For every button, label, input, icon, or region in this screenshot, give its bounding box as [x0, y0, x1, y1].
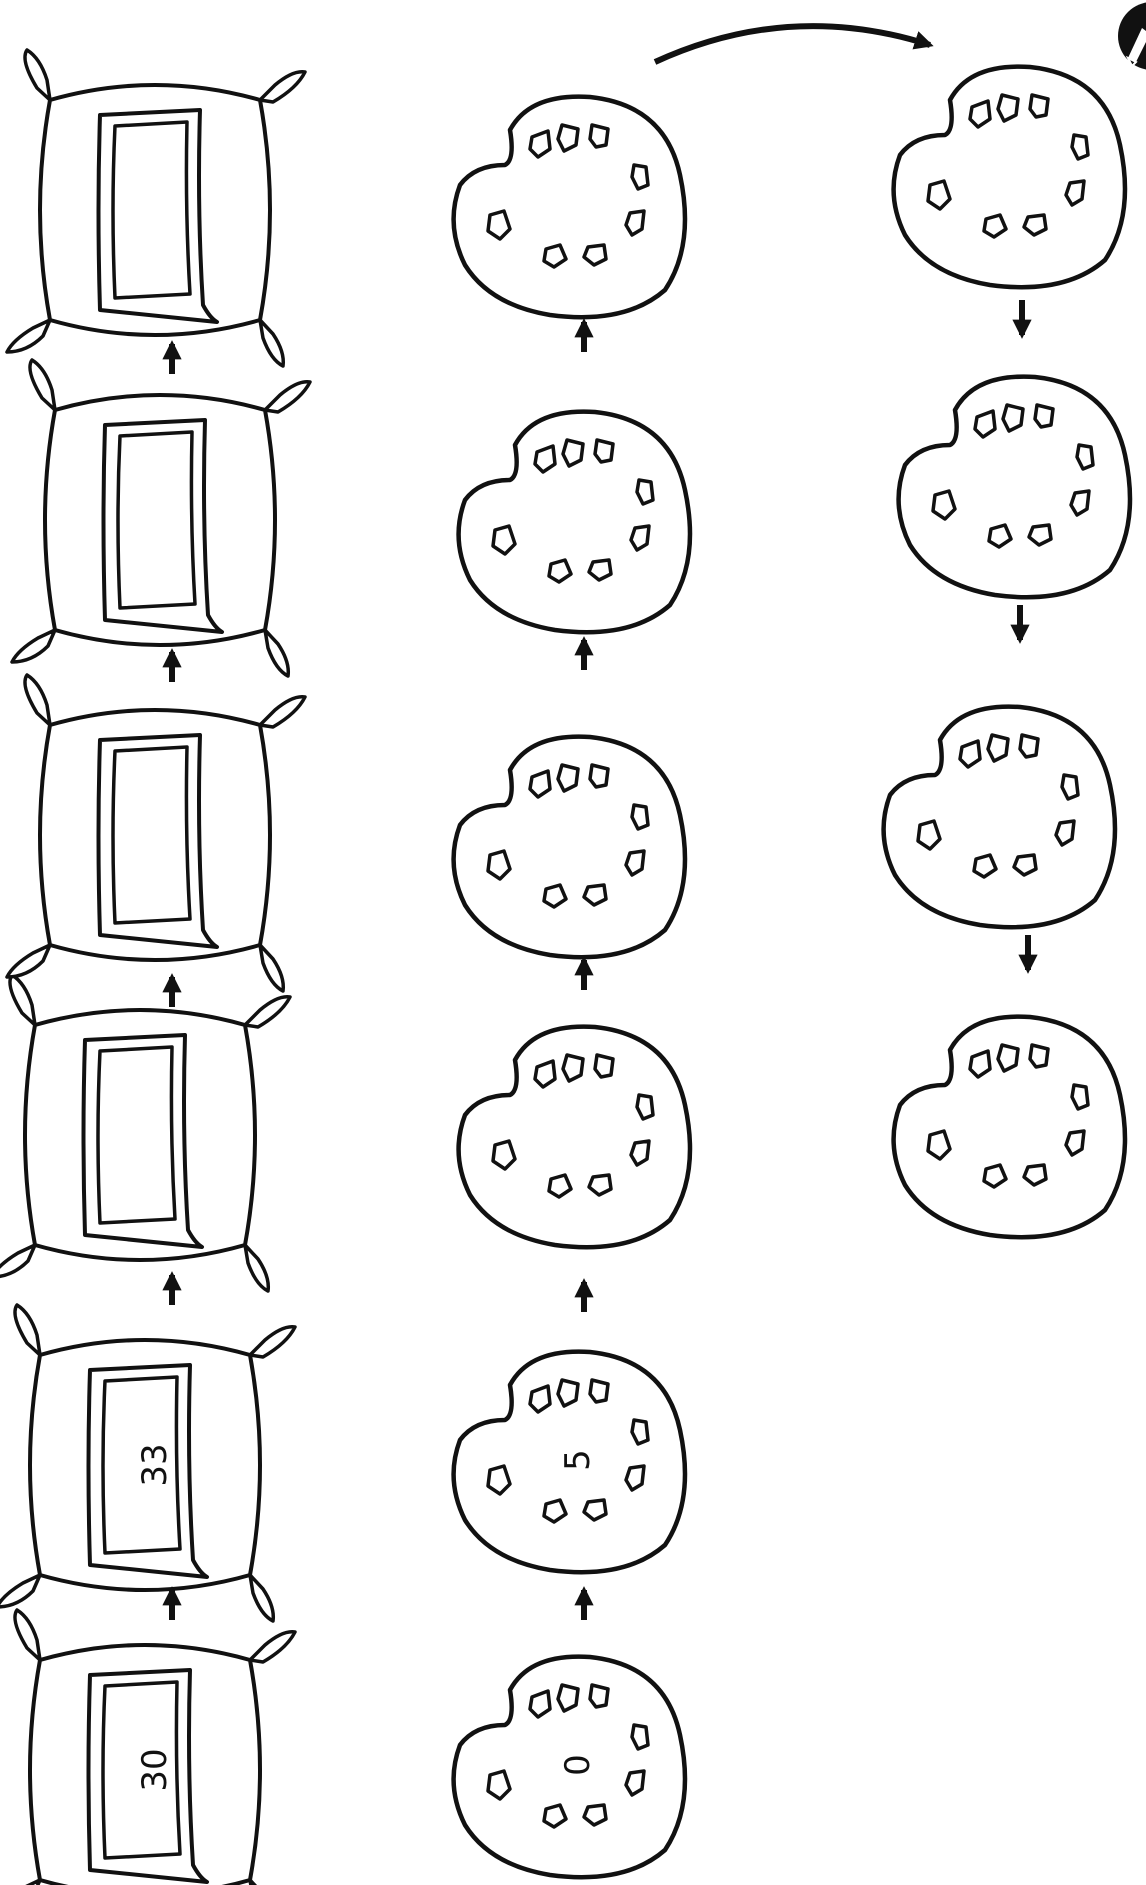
pillow-5 [12, 360, 310, 676]
pillow-2-number[interactable]: 33 [135, 1443, 175, 1486]
palette-c1-5 [459, 412, 690, 633]
curved-arrow [655, 26, 930, 62]
pencil-icon [1118, 2, 1146, 70]
pillow-1-number[interactable]: 30 [135, 1748, 175, 1791]
palette-c2-1 [894, 67, 1125, 288]
palette-c1-1: 0 [454, 1657, 685, 1878]
pillow-6 [7, 50, 305, 366]
pillow-2: 33 [0, 1305, 295, 1621]
palette-c1-3 [459, 1027, 690, 1248]
palette-c1-6 [454, 97, 685, 318]
palette-c2-2 [899, 377, 1130, 598]
pillow-3 [0, 975, 290, 1291]
pillow-1: 30 [0, 1610, 295, 1885]
palette-c1-1-number[interactable]: 0 [558, 1754, 598, 1776]
palette-c2-3 [884, 707, 1115, 928]
pillow-4 [7, 675, 305, 991]
palette-c1-2-number[interactable]: 5 [558, 1449, 598, 1471]
palette-c1-4 [454, 737, 685, 958]
palette-c1-2: 5 [454, 1352, 685, 1573]
palette-c2-4 [894, 1017, 1125, 1238]
